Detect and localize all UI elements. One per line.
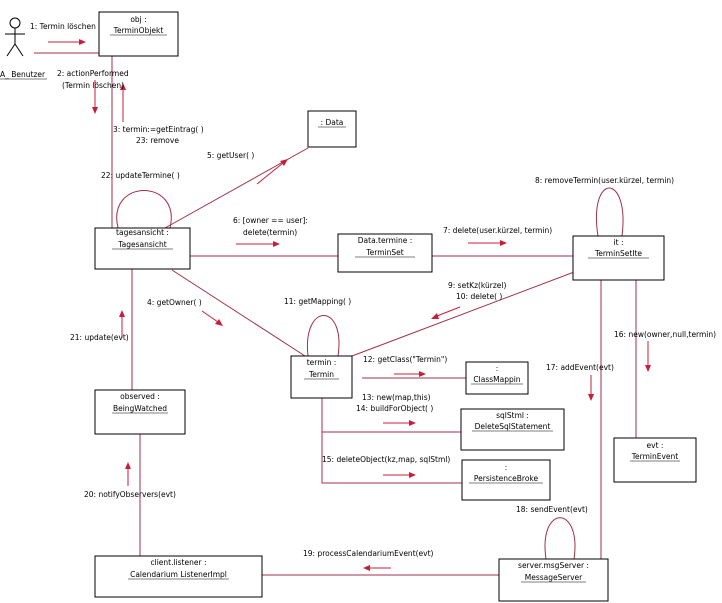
object-obj-line2: TerminObjekt bbox=[113, 26, 164, 35]
object-evt-line2: TerminEvent bbox=[631, 452, 679, 461]
arrow-m15 bbox=[383, 472, 416, 478]
message-20: 20: notifyObservers(evt) bbox=[84, 490, 176, 499]
object-observed-line1: observed : bbox=[120, 392, 160, 401]
links bbox=[34, 52, 637, 576]
object-terminset-line2: TerminSet bbox=[365, 248, 403, 257]
actor-benutzer: A_ Benutzer bbox=[0, 17, 47, 80]
object-tagesansicht-line1: tagesansicht : bbox=[116, 228, 169, 237]
object-termin-line1: termin : bbox=[307, 358, 337, 367]
actor-label: A_ Benutzer bbox=[0, 70, 46, 79]
object-server[interactable]: server.msgServer : MessageServer bbox=[498, 558, 609, 602]
arrow-m17 bbox=[588, 375, 594, 401]
object-termin-line2: Termin bbox=[308, 370, 334, 379]
message-6b: delete(termin) bbox=[243, 228, 297, 237]
object-obj[interactable]: obj : TerminObjekt bbox=[98, 11, 179, 57]
object-it-line2: TerminSetIte bbox=[594, 249, 642, 258]
object-classmappin-line2: ClassMappin bbox=[473, 375, 520, 384]
message-10: 10: delete( ) bbox=[456, 292, 502, 301]
actor-leg-right-icon bbox=[14, 43, 24, 57]
link-it-termin bbox=[351, 265, 591, 357]
message-17: 17: addEvent(evt) bbox=[546, 363, 614, 372]
arrow-m9 bbox=[431, 306, 461, 319]
arrow-m6 bbox=[236, 241, 280, 247]
object-termin[interactable]: termin : Termin bbox=[290, 355, 353, 399]
message-16: 16: new(owner,null,termin) bbox=[614, 330, 716, 339]
arrow-m20 bbox=[125, 462, 131, 486]
object-persistencebroke[interactable]: : PersistenceBroke bbox=[461, 459, 551, 501]
object-evt-line1: evt : bbox=[647, 441, 664, 450]
arrow-m2 bbox=[92, 80, 98, 114]
arrow-m4 bbox=[201, 310, 223, 326]
arrow-m19 bbox=[363, 565, 391, 571]
actor-head-icon bbox=[9, 17, 21, 29]
message-9: 9: setKz(kürzel) bbox=[448, 281, 507, 290]
object-deletesql-line1: sqlStml : bbox=[496, 411, 529, 420]
arrow-m14 bbox=[383, 420, 416, 426]
message-21: 21: update(evt) bbox=[70, 333, 129, 342]
message-2b: (Termin löschen) bbox=[62, 81, 124, 90]
message-2a: 2: actionPerformed bbox=[57, 69, 129, 78]
message-8: 8: removeTermin(user.kürzel, termin) bbox=[535, 176, 674, 185]
object-persistence-line1: : bbox=[505, 463, 508, 472]
object-server-line1: server.msgServer : bbox=[518, 561, 589, 570]
self-loop-tagesansicht bbox=[116, 190, 172, 229]
message-3: 3: termin:=getEintrag( ) bbox=[113, 125, 204, 134]
arrow-m16 bbox=[645, 341, 651, 372]
object-listener[interactable]: client.listener : Calendarium ListenerIm… bbox=[94, 555, 263, 598]
actor-leg-left-icon bbox=[6, 43, 16, 57]
object-server-line2: MessageServer bbox=[525, 573, 583, 582]
self-loop-server bbox=[544, 517, 576, 560]
message-4: 4: getOwner( ) bbox=[147, 298, 202, 307]
object-tagesansicht-line2: Tagesansicht bbox=[117, 240, 166, 249]
message-11: 11: getMapping( ) bbox=[284, 297, 351, 306]
object-persistence-line2: PersistenceBroke bbox=[474, 474, 539, 483]
message-18: 18: sendEvent(evt) bbox=[516, 505, 588, 514]
message-23: 23: remove bbox=[136, 136, 179, 145]
message-19: 19: processCalendariumEvent(evt) bbox=[303, 549, 434, 558]
message-5: 5: getUser( ) bbox=[207, 151, 254, 160]
link-tagesansicht-termin bbox=[171, 269, 306, 357]
message-14: 14: buildForObject( ) bbox=[356, 404, 433, 413]
arrow-m3 bbox=[120, 83, 126, 122]
message-13: 13: new(map,this) bbox=[362, 393, 431, 402]
arrow-m12 bbox=[394, 371, 426, 377]
object-classmappin[interactable]: : ClassMappin bbox=[465, 361, 529, 395]
object-deletesql-line2: DeleteSqlStatement bbox=[475, 422, 551, 431]
object-listener-line1: client.listener : bbox=[151, 558, 207, 567]
object-terminset[interactable]: Data.termine : TerminSet bbox=[337, 233, 433, 273]
object-observed[interactable]: observed : BeingWatched bbox=[94, 389, 186, 435]
message-arrows bbox=[48, 39, 651, 571]
self-loop-it bbox=[596, 187, 624, 237]
object-it[interactable]: it : TerminSetIte bbox=[572, 235, 665, 281]
message-22: 22: updateTermine( ) bbox=[101, 171, 180, 180]
link-termin-persistence bbox=[321, 432, 462, 484]
object-listener-line2: Calendarium ListenerImpl bbox=[130, 570, 227, 579]
object-obj-line1: obj : bbox=[130, 15, 146, 24]
object-terminset-line1: Data.termine : bbox=[358, 236, 412, 245]
message-1: 1: Termin löschen bbox=[30, 22, 96, 31]
arrow-m5 bbox=[256, 159, 288, 185]
object-data[interactable]: : Data bbox=[307, 110, 357, 148]
message-15: 15: deleteObject(kz,map, sqlStml) bbox=[322, 455, 450, 464]
object-tagesansicht[interactable]: tagesansicht : Tagesansicht bbox=[94, 227, 191, 270]
object-deletesqlstatement[interactable]: sqlStml : DeleteSqlStatement bbox=[460, 408, 565, 451]
object-classmappin-line1: : bbox=[496, 364, 499, 373]
self-loop-termin bbox=[306, 315, 340, 357]
object-observed-line2: BeingWatched bbox=[113, 404, 167, 413]
arrow-m1 bbox=[48, 39, 86, 45]
object-it-line1: it : bbox=[614, 238, 624, 247]
arrow-m7 bbox=[468, 240, 507, 246]
message-6a: 6: [owner == user]: bbox=[233, 216, 308, 225]
message-12: 12: getClass("Termin") bbox=[363, 355, 447, 364]
object-data-line1: : Data bbox=[321, 118, 344, 127]
arrow-m21 bbox=[119, 310, 125, 338]
message-7: 7: delete(user.kürzel, termin) bbox=[443, 226, 552, 235]
object-evt[interactable]: evt : TerminEvent bbox=[613, 437, 697, 483]
message-labels: 1: Termin löschen 2: actionPerformed (Te… bbox=[30, 22, 716, 558]
